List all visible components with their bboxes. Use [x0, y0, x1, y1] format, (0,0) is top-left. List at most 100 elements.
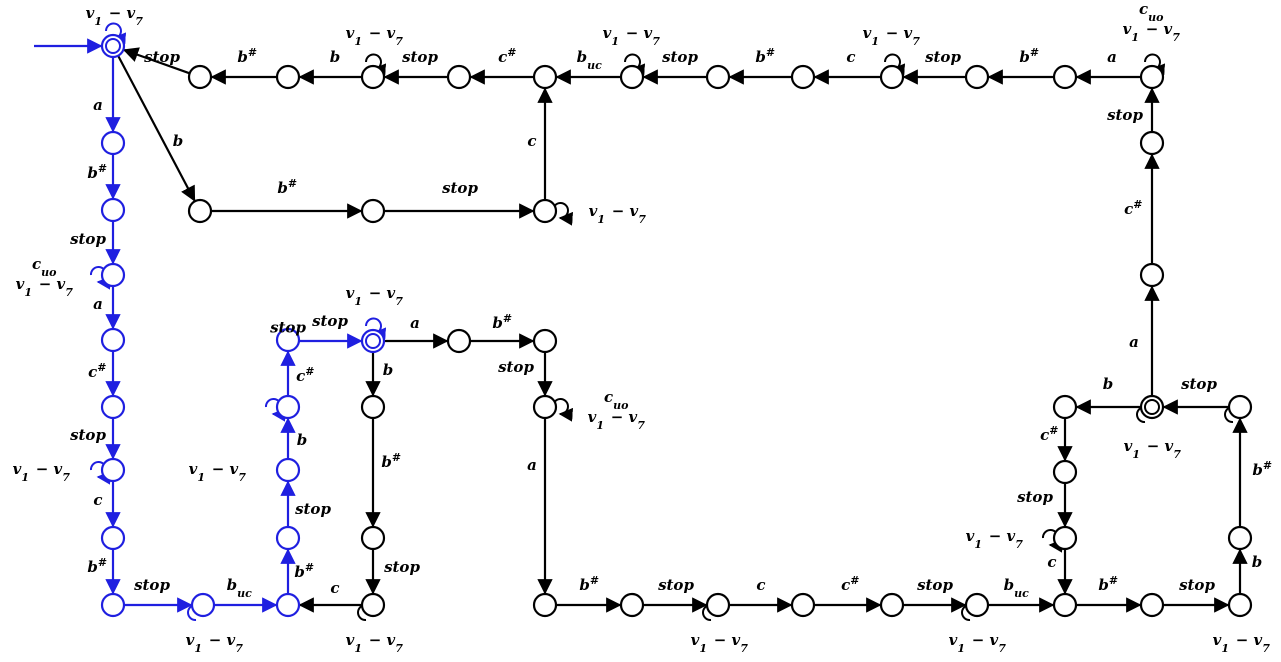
state-t11 [879, 64, 905, 90]
transition-label-z2-z3: stop [1017, 488, 1053, 506]
transition-label-x3-s10: c [330, 579, 339, 597]
state-y9 [1227, 592, 1253, 618]
state-y1 [532, 592, 558, 618]
transition-label-s11-s12: stop [295, 500, 331, 518]
transition-label-s15-s16: stop [312, 312, 348, 330]
transition-label-s10-s11: b# [294, 561, 315, 582]
transition-label-y1-y2: b# [579, 574, 600, 595]
state-s9 [190, 592, 216, 618]
self-loop-label-t14-1: v1 − v7 [1123, 20, 1182, 44]
state-s5 [100, 394, 126, 420]
transition-label-s4-s5: c# [88, 361, 108, 382]
transition-label-s1-s2: b# [87, 162, 108, 183]
transition-label-u3-t7: c [527, 132, 536, 150]
transition-label-s8-s9: stop [134, 576, 170, 594]
state-y8 [1139, 592, 1165, 618]
transition-label-s12-s13: b [297, 431, 308, 449]
accepting-ring-s16 [365, 333, 381, 349]
transition-label-y8-y9: stop [1179, 576, 1215, 594]
transition-label-z5-t14: stop [1107, 106, 1143, 124]
transition-label-w3-y1: a [527, 456, 537, 474]
state-t5 [532, 64, 558, 90]
transition-label-s3-s4: a [93, 295, 103, 313]
state-t1 [187, 64, 213, 90]
state-s14 [275, 327, 301, 353]
state-y6 [964, 592, 990, 618]
state-t9 [705, 64, 731, 90]
transition-s0-u1 [117, 55, 196, 202]
state-y10 [1227, 525, 1253, 551]
accepting-ring-s0 [105, 38, 121, 54]
state-t2 [275, 64, 301, 90]
transition-label-z1-z2: c# [1040, 424, 1060, 445]
transition-label-x1-x2: b# [381, 451, 402, 472]
transitions-layer [34, 38, 1248, 613]
transition-label-t14-t13: a [1107, 48, 1117, 66]
state-s12 [275, 457, 301, 483]
self-loop-label-s9-0: v1 − v7 [186, 631, 245, 655]
state-s3 [100, 262, 126, 288]
transition-label-t3-t2: b [330, 48, 341, 66]
state-s4 [100, 327, 126, 353]
transition-label-x2-x3: stop [384, 558, 420, 576]
state-s2 [100, 197, 126, 223]
state-t14 [1139, 64, 1165, 90]
transition-label-y7-y8: b# [1098, 574, 1119, 595]
state-s10 [275, 592, 301, 618]
transition-label-s5-s6: stop [70, 426, 106, 444]
self-loop-label-u3-0: v1 − v7 [589, 202, 648, 226]
self-loop-label-y6-0: v1 − v7 [949, 631, 1008, 655]
state-t8 [619, 64, 645, 90]
self-loop-label-y3-0: v1 − v7 [691, 631, 750, 655]
state-x1 [360, 394, 386, 420]
transition-label-u2-u3: stop [442, 179, 478, 197]
transition-label-y4-y5: c# [841, 574, 861, 595]
self-loop-label-s3-0: cuo [32, 255, 58, 279]
state-y2 [619, 592, 645, 618]
self-loop-label-t8-0: v1 − v7 [603, 24, 662, 48]
self-loop-label-t3-0: v1 − v7 [346, 24, 405, 48]
self-loop-label-y11-0: v1 − v7 [1213, 631, 1272, 655]
state-s13 [275, 394, 301, 420]
self-loop-label-s3-1: v1 − v7 [16, 275, 75, 299]
self-loop-label-t14-0: cuo [1139, 0, 1165, 24]
self-loop-label-z0-0: v1 − v7 [1124, 437, 1183, 461]
transition-label-z4-z5: c# [1124, 198, 1144, 219]
state-z1 [1052, 394, 1078, 420]
transition-label-z0-z4: a [1129, 333, 1139, 351]
state-x3 [360, 592, 386, 618]
state-s8 [100, 592, 126, 618]
transition-label-w2-w3: stop [498, 358, 534, 376]
transition-label-t11-t10: c [846, 48, 855, 66]
transition-label-t5-t4: c# [498, 46, 518, 67]
transition-t1-s0 [122, 47, 191, 75]
state-y5 [879, 592, 905, 618]
state-y7 [1052, 592, 1078, 618]
labels-layer: a b# stop a c# stop c b# stop buc b# stop b c# s… [13, 0, 1272, 655]
transition-label-t8-t7: buc [577, 48, 604, 72]
transition-label-t10-t9: b# [755, 46, 776, 67]
transition-label-y11-z0: stop [1181, 375, 1217, 393]
self-loop-label-s16-0: v1 − v7 [346, 284, 405, 308]
transition-label-s16-x1: b [383, 361, 394, 379]
transition-label-y3-y4: c [756, 576, 765, 594]
state-u2 [360, 198, 386, 224]
transition-label-y2-y3: stop [658, 576, 694, 594]
transition-label-s6-s7: c [93, 491, 102, 509]
transition-label-w1-w2: b# [492, 312, 513, 333]
state-w2 [532, 328, 558, 354]
state-w1 [446, 328, 472, 354]
transition-label-z3-y7: c [1047, 553, 1056, 571]
transition-label-s0-s1: a [93, 96, 103, 114]
state-t4 [446, 64, 472, 90]
transition-label-t13-t12: b# [1019, 46, 1040, 67]
transition-label-s16-w1: a [410, 314, 420, 332]
self-loop-label-s0-0: v1 − v7 [86, 4, 145, 28]
state-t13 [1052, 64, 1078, 90]
state-z2 [1052, 459, 1078, 485]
state-t10 [790, 64, 816, 90]
transition-label-s0-u1: b [173, 132, 184, 150]
transition-label-t1-s0: stop [144, 48, 180, 66]
state-w3 [532, 394, 558, 420]
